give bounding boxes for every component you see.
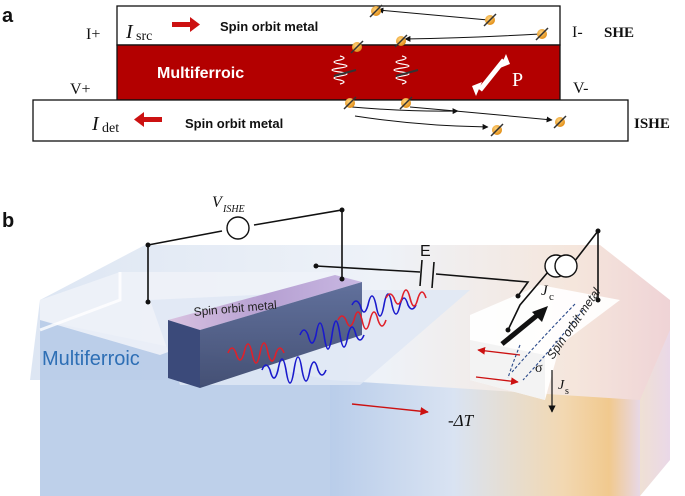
substrate-side-face	[640, 330, 670, 496]
source-current-subscript: src	[136, 29, 152, 44]
source-current-arrow	[172, 17, 200, 32]
substrate-left-front-face	[40, 320, 330, 496]
magnon-wave-blue-3	[351, 293, 417, 317]
detected-current-arrow	[134, 112, 162, 127]
panel-b-label: b	[2, 210, 14, 232]
top-layer-label: Spin orbit metal	[220, 19, 318, 34]
charge-current-subscript: c	[549, 291, 554, 303]
magnon-wavepacket-right	[393, 55, 410, 85]
e-field-node-left	[313, 263, 319, 269]
voltmeter-symbol: V	[212, 194, 224, 211]
spin-particles-panel-a	[343, 4, 567, 137]
bottom-layer-label: Spin orbit metal	[185, 116, 283, 131]
left-metal-top	[168, 275, 362, 330]
substrate-right-front-face	[330, 380, 640, 496]
thermal-gradient-label: -ΔT	[448, 411, 475, 430]
detected-current-subscript: det	[102, 121, 119, 136]
magnon-wavepacket-left	[331, 55, 348, 85]
panel-a-label: a	[2, 5, 14, 27]
thermal-gradient-arrow	[351, 403, 429, 416]
spin-deflection-paths	[507, 303, 584, 381]
spin-accumulation-arrow-top	[477, 346, 521, 356]
ishe-contact-left	[145, 299, 151, 305]
e-field-node-right	[515, 293, 521, 299]
left-metal-end	[168, 320, 200, 388]
right-metal-front	[470, 340, 545, 400]
charge-current-arrow	[500, 306, 548, 346]
substrate-label: Multiferroic	[42, 348, 140, 370]
spin-tilt-right	[395, 69, 419, 77]
electric-field-label: E	[420, 243, 431, 260]
bottom-spin-orbit-metal-layer	[32, 99, 629, 142]
spin-trajectories-bottom	[351, 106, 553, 130]
polarization-arrow	[472, 54, 510, 96]
ishe-node-right	[339, 207, 345, 213]
terminal-v-minus: V-	[573, 80, 588, 97]
ishe-contact-right	[339, 276, 345, 282]
spin-tilt-left	[333, 69, 357, 77]
she-label: SHE	[604, 25, 634, 41]
spin-current-subscript: s	[565, 386, 569, 397]
charge-current-symbol: J	[541, 283, 549, 299]
current-contact-right	[595, 297, 601, 303]
multiferroic-label: Multiferroic	[157, 65, 244, 82]
left-metal-front	[200, 282, 362, 388]
source-current-symbol: I	[125, 21, 134, 43]
polarization-label: P	[512, 69, 523, 91]
panel-a: a I+ I- V+ V- SHE ISHE I src Spin orbit …	[2, 4, 670, 142]
capacitor-plate-right	[431, 261, 435, 289]
spin-accumulation-arrow-bottom	[475, 376, 519, 386]
magnon-wave-red-2	[337, 311, 387, 330]
current-contact-left	[505, 327, 511, 333]
electric-field-circuit	[315, 265, 530, 297]
magnon-wave-red-3	[385, 289, 427, 307]
current-source-icon	[544, 254, 578, 278]
capacitor-plate-left	[419, 259, 423, 287]
magnon-wave-blue-2	[299, 320, 365, 350]
ishe-label: ISHE	[634, 116, 670, 132]
spin-trajectories-top	[377, 7, 541, 42]
spin-current-symbol: J	[558, 378, 565, 393]
panel-b: b Spin orbit metal Multiferroic	[2, 194, 670, 496]
terminal-v-plus: V+	[70, 81, 91, 98]
terminal-i-plus: I+	[86, 26, 100, 43]
magnon-wave-red-1	[227, 342, 285, 364]
ishe-node-left	[145, 242, 151, 248]
voltmeter-icon	[226, 216, 250, 240]
multiferroic-layer	[116, 44, 561, 101]
magnon-wave-blue-1	[261, 356, 327, 384]
spin-polarization-label: σ	[535, 361, 543, 376]
terminal-i-minus: I-	[572, 24, 583, 41]
current-node-top	[595, 228, 601, 234]
detected-current-symbol: I	[91, 113, 100, 135]
voltmeter-subscript: ISHE	[222, 204, 245, 215]
